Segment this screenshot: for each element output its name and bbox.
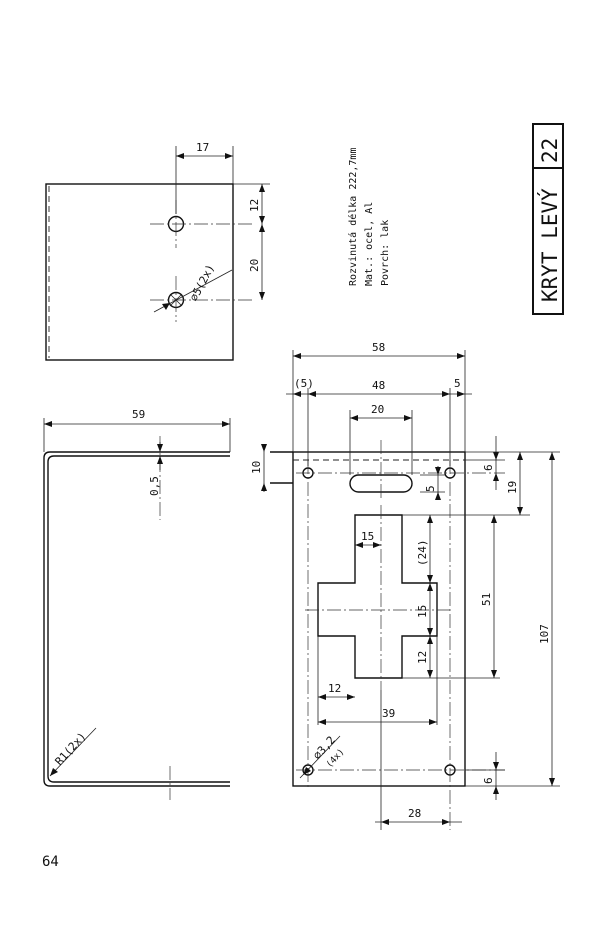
dim-6-top: 6 <box>482 464 495 471</box>
dim-5-slot: 5 <box>424 485 437 492</box>
dim-51: 51 <box>480 593 493 606</box>
dim-19: 19 <box>506 481 519 494</box>
dim-58: 58 <box>372 341 385 354</box>
dim-17: 17 <box>196 141 209 154</box>
title-block-number: 22 <box>538 138 562 163</box>
dim-28: 28 <box>408 807 421 820</box>
front-view: 58 (5) 48 5 20 10 5 6 <box>250 341 560 830</box>
dim-39: 39 <box>382 707 395 720</box>
dim-107: 107 <box>538 624 551 644</box>
top-hole-callout: ⌀5(2x) <box>187 262 217 303</box>
dim-12-top: 12 <box>248 199 261 212</box>
dim-48: 48 <box>372 379 385 392</box>
note-surface: Povrch: lak <box>380 220 391 286</box>
dim-12-mid: 12 <box>416 651 429 664</box>
title-block: KRYT LEVÝ 22 <box>532 123 564 315</box>
bend-radius-callout: R1(2x) <box>53 730 89 768</box>
side-view: 59 0,5 R1(2x) <box>43 408 231 800</box>
note-material: Mat.: ocel, Al <box>364 202 375 286</box>
dim-6-bottom: 6 <box>482 777 495 784</box>
dim-5-left: (5) <box>294 377 314 390</box>
dim-15-top: 15 <box>361 530 374 543</box>
notes: Rozvinutá délka 222,7mm Mat.: ocel, Al P… <box>347 148 391 286</box>
dim-thickness: 0,5 <box>148 476 161 496</box>
dim-24: (24) <box>416 540 429 567</box>
title-block-name: KRYT LEVÝ <box>537 188 562 302</box>
page-number: 64 <box>42 854 59 870</box>
note-developed-length: Rozvinutá délka 222,7mm <box>347 148 359 286</box>
dim-20-top: 20 <box>248 259 261 272</box>
dim-5-right: 5 <box>454 377 461 390</box>
top-view: ⌀5(2x) 17 12 20 <box>45 141 270 361</box>
dim-20-slot: 20 <box>371 403 384 416</box>
dim-15-mid: 15 <box>416 605 429 618</box>
dim-59: 59 <box>132 408 145 421</box>
dim-10: 10 <box>250 461 263 474</box>
dim-12-arm: 12 <box>328 682 341 695</box>
